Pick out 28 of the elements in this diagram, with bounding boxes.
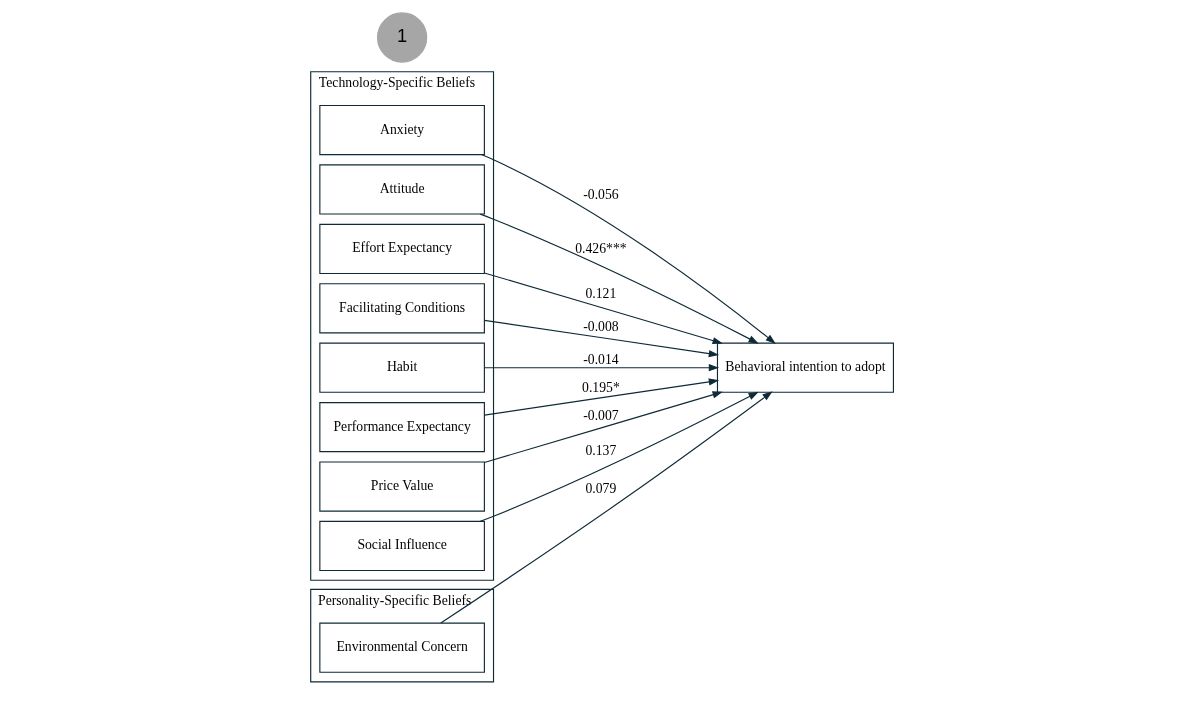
edge-label: 0.426*** (575, 240, 627, 256)
arrow (483, 364, 720, 372)
arrow (483, 391, 723, 464)
edge-label: 0.079 (585, 480, 617, 496)
edge-label: -0.008 (583, 318, 619, 334)
node-box: Performance Expectancy (319, 402, 485, 453)
node-circle: 1 (377, 12, 428, 63)
node-box: Habit (319, 342, 485, 393)
arrow (479, 391, 759, 522)
node-box: Environmental Concern (319, 622, 485, 673)
node-box: Behavioral intention to adopt (716, 342, 894, 393)
edge-label: -0.014 (583, 351, 619, 367)
edge-label: -0.056 (583, 187, 619, 203)
node-box: Attitude (319, 164, 485, 215)
node-box: Social Influence (319, 520, 485, 572)
edge-label: -0.007 (583, 407, 619, 423)
arrow (483, 378, 720, 416)
node-box: Anxiety (319, 104, 485, 156)
node-box: Facilitating Conditions (319, 283, 485, 334)
edge-label: 0.195* (582, 380, 620, 396)
arrow (483, 272, 723, 345)
edge-label: 0.137 (585, 443, 617, 459)
node-box: Price Value (319, 461, 485, 512)
node-box: Effort Expectancy (319, 223, 485, 274)
arrow (483, 319, 720, 358)
edge-label: 0.121 (585, 285, 617, 301)
arrow (440, 391, 773, 624)
arrow (479, 213, 759, 344)
